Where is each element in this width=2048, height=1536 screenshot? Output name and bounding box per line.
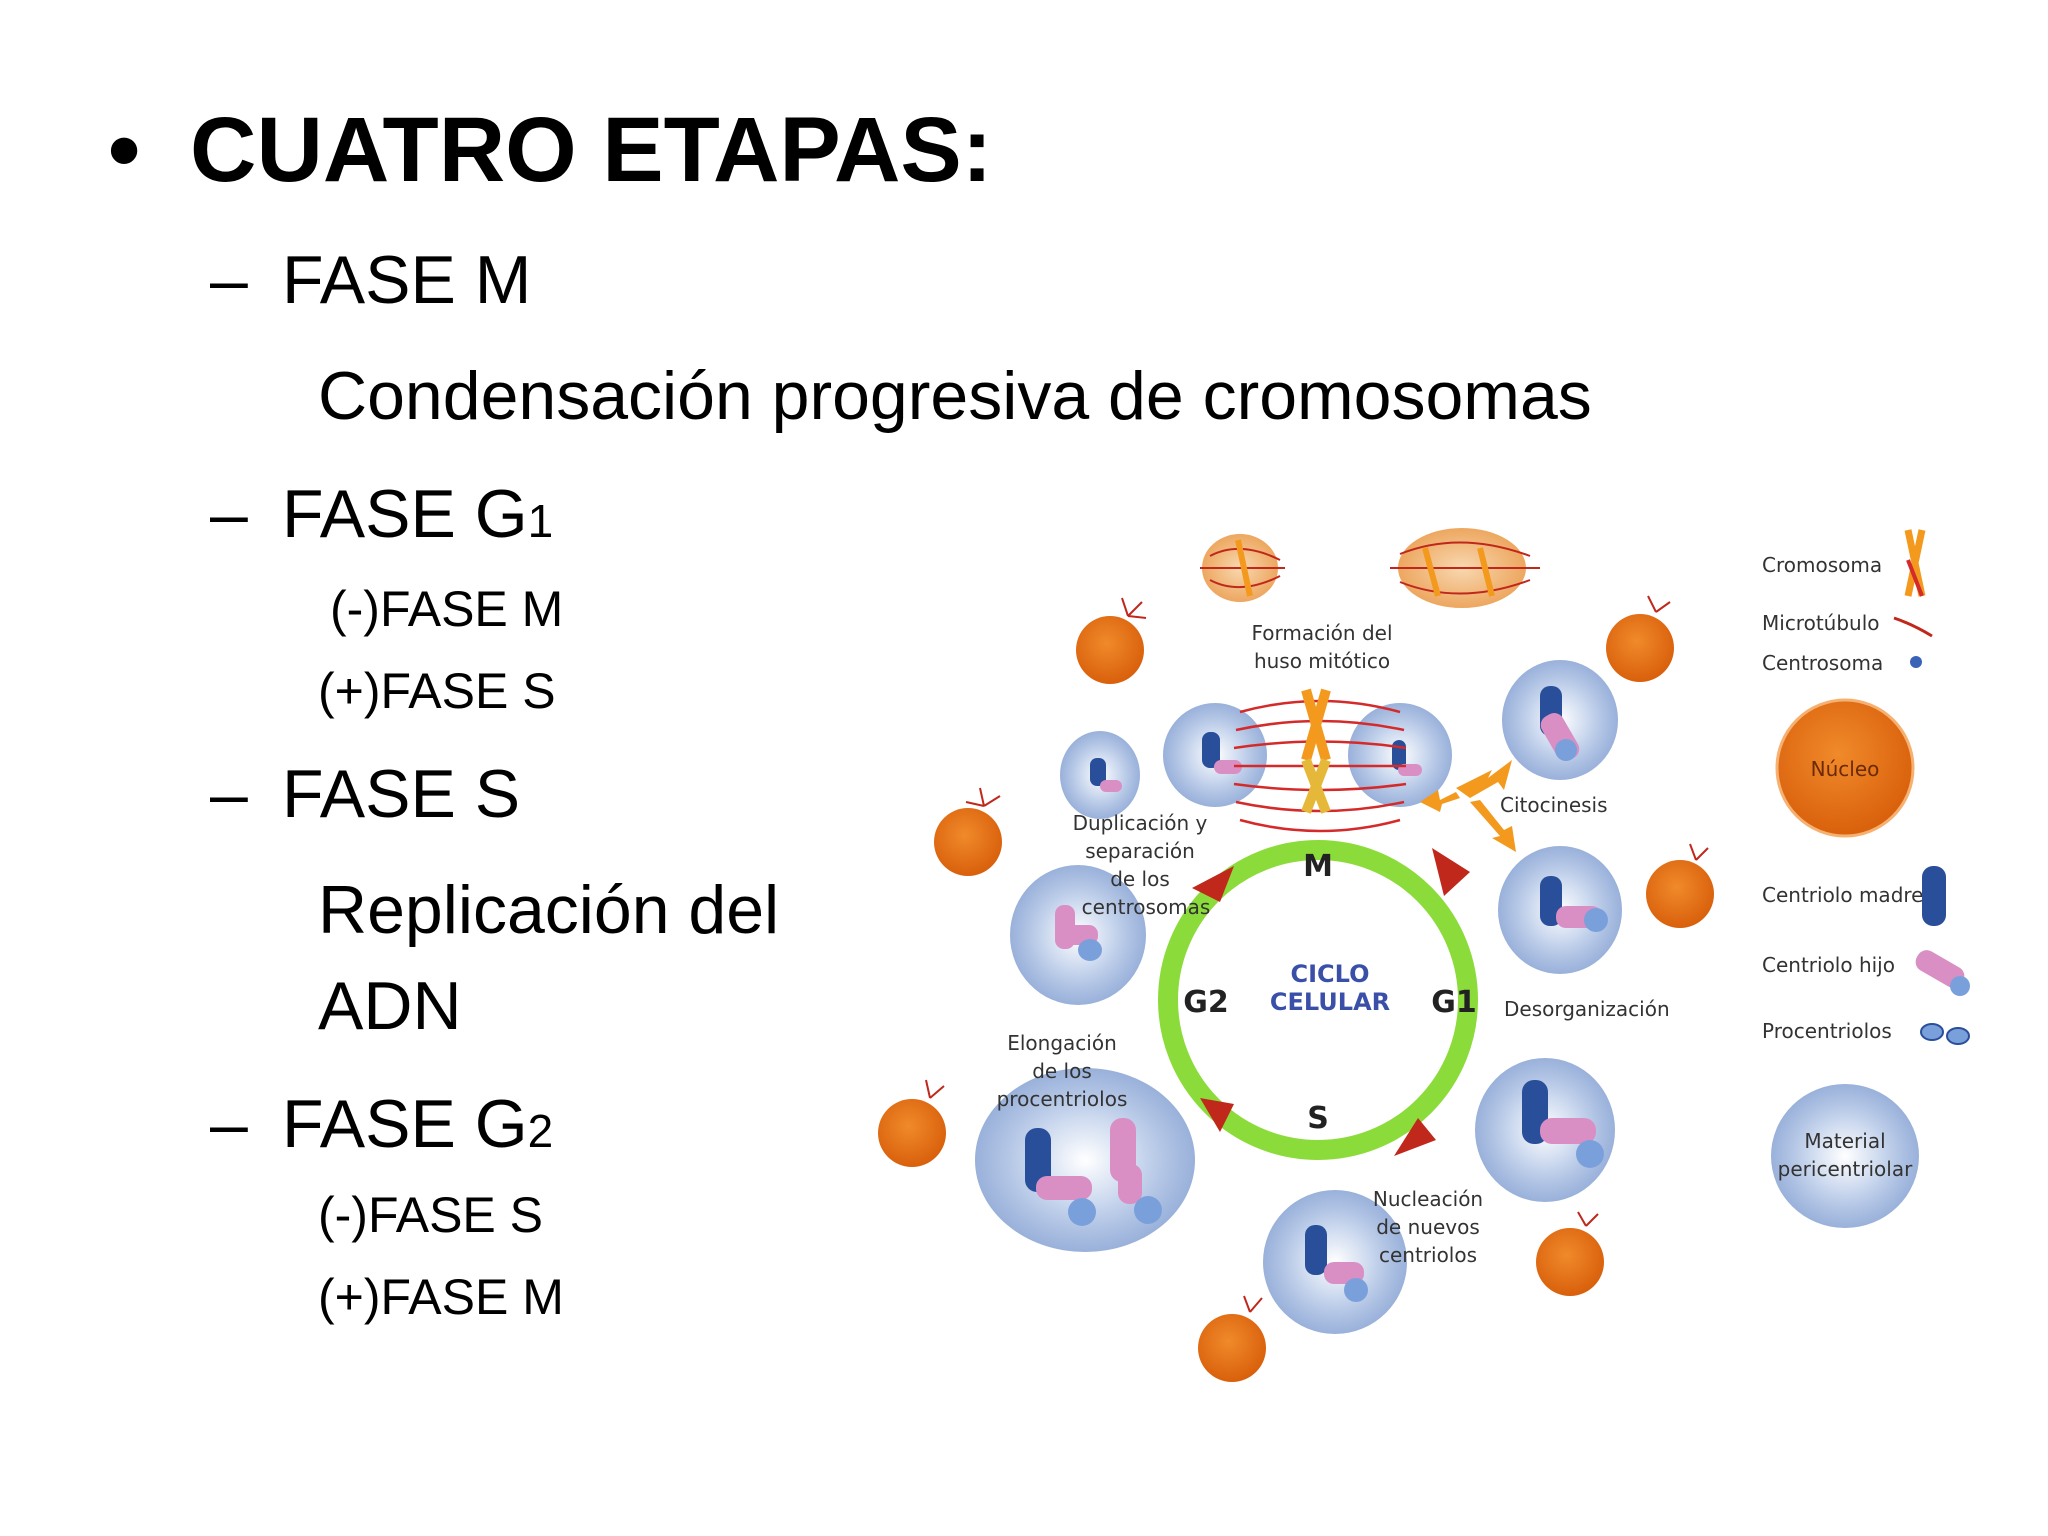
- phase-g2-label: FASE G2: [282, 1090, 553, 1158]
- nucleus-icon: [878, 1099, 946, 1167]
- centriole-pair: [1522, 1080, 1604, 1168]
- phase-s-label: FASE S: [282, 756, 521, 832]
- centriole-pair: [1090, 758, 1122, 792]
- nucleus-cells: [878, 595, 1714, 1382]
- dash-2: –: [210, 476, 248, 552]
- label-duplicacion-3: de los: [1110, 867, 1170, 891]
- label-duplicacion-4: centrosomas: [1082, 895, 1211, 919]
- phase-g2-main: FASE G: [282, 1086, 528, 1162]
- legend-nucleo: Núcleo: [1811, 757, 1880, 781]
- centriole-pair: [1025, 1118, 1162, 1226]
- nucleus-icon: [1076, 616, 1144, 684]
- label-huso-2: huso mitótico: [1254, 649, 1390, 673]
- label-duplicacion-2: separación: [1085, 839, 1195, 863]
- nucleus-icon: [1606, 614, 1674, 682]
- slide-title: CUATRO ETAPAS:: [190, 99, 993, 201]
- daughter-centriole-icon: [1915, 950, 1965, 988]
- legend-material-1: Material: [1804, 1129, 1885, 1153]
- label-huso-1: Formación del: [1251, 621, 1392, 645]
- label-duplicacion-1: Duplicación y: [1073, 811, 1208, 835]
- legend-centriolo-madre: Centriolo madre: [1762, 883, 1923, 907]
- cytokinesis-arrows: [1420, 760, 1516, 852]
- phase-s-marker: S: [1307, 1101, 1329, 1136]
- label-citocinesis: Citocinesis: [1500, 793, 1608, 817]
- center-label-line-2: CELULAR: [1270, 988, 1390, 1016]
- label-elongacion-3: procentriolos: [997, 1087, 1128, 1111]
- arrow-icon: [1394, 1118, 1436, 1156]
- phase-m-label: FASE M: [282, 242, 532, 318]
- centriole-pair: [1202, 732, 1242, 774]
- dash-3: –: [210, 756, 248, 832]
- phase-g1-point-1: (-)FASE M: [330, 581, 564, 637]
- nucleus-icon: [934, 808, 1002, 876]
- phase-m-marker: M: [1303, 849, 1333, 884]
- legend-cromosoma: Cromosoma: [1762, 553, 1882, 577]
- legend-centriolo-hijo: Centriolo hijo: [1762, 953, 1895, 977]
- arrow-icon: [1432, 848, 1470, 896]
- phase-g1-point-2: (+)FASE S: [318, 663, 556, 719]
- mitotic-spindles: [1200, 528, 1540, 833]
- phase-g1-sub: 1: [527, 495, 554, 547]
- chromosome-icon-accent: [1906, 559, 1924, 597]
- phase-g2-point-1: (-)FASE S: [318, 1187, 544, 1243]
- chromosome-icon: [1301, 688, 1331, 814]
- nucleus-icon: [1775, 698, 1915, 838]
- procentriole-icon: [1946, 1027, 1970, 1045]
- daughter-centriole-icon-end: [1950, 976, 1970, 996]
- phase-g2-point-2: (+)FASE M: [318, 1269, 564, 1325]
- title-bullet: •: [108, 99, 141, 201]
- legend-material-2: pericentriolar: [1778, 1157, 1913, 1181]
- legend: Cromosoma Microtúbulo Centrosoma Núcleo …: [1762, 529, 1970, 1228]
- microtubule-icon: [1893, 616, 1933, 638]
- dash-1: –: [210, 242, 248, 318]
- phase-s-note-line-1: Replicación del: [318, 872, 780, 948]
- centrosome-icon: [1910, 656, 1922, 668]
- phase-g1-marker: G1: [1431, 985, 1477, 1020]
- centriole-pair: [1055, 905, 1102, 961]
- legend-microtubulo: Microtúbulo: [1762, 611, 1880, 635]
- ring-arrows: [1192, 848, 1470, 1156]
- label-desorganizacion: Desorganización: [1504, 997, 1670, 1021]
- phase-s-note-line-2: ADN: [318, 968, 462, 1044]
- dash-4: –: [210, 1086, 248, 1162]
- centriole-pair: [1540, 876, 1608, 932]
- label-nucleacion-2: de nuevos: [1376, 1215, 1480, 1239]
- legend-centrosoma: Centrosoma: [1762, 651, 1883, 675]
- label-nucleacion-1: Nucleación: [1373, 1187, 1483, 1211]
- phase-g1-label: FASE G1: [282, 480, 553, 548]
- arrow-icon: [1200, 1098, 1234, 1132]
- nucleus-icon: [1198, 1314, 1266, 1382]
- phase-m-note: Condensación progresiva de cromosomas: [318, 358, 1592, 434]
- center-label-line-1: CICLO: [1291, 960, 1370, 988]
- cell-cycle-ring: [1158, 840, 1478, 1160]
- centrioles: [1025, 686, 1608, 1302]
- centriole-pair: [1540, 686, 1580, 761]
- centriole-pair: [1305, 1225, 1368, 1302]
- pericentriolar-material-icon: [1771, 1084, 1919, 1228]
- label-elongacion-1: Elongación: [1007, 1031, 1117, 1055]
- procentriole-icon: [1920, 1023, 1944, 1041]
- label-elongacion-2: de los: [1032, 1059, 1092, 1083]
- diagram-labels: Formación del huso mitótico Citocinesis …: [997, 621, 1670, 1267]
- phase-g2-sub: 2: [527, 1105, 554, 1157]
- nucleus-icon: [1646, 860, 1714, 928]
- legend-procentriolos: Procentriolos: [1762, 1019, 1892, 1043]
- nucleus-icon: [1536, 1228, 1604, 1296]
- phase-g1-main: FASE G: [282, 476, 528, 552]
- mother-centriole-icon: [1922, 866, 1946, 926]
- label-nucleacion-3: centriolos: [1379, 1243, 1477, 1267]
- phase-g2-marker: G2: [1183, 985, 1229, 1020]
- arrow-icon: [1192, 866, 1234, 902]
